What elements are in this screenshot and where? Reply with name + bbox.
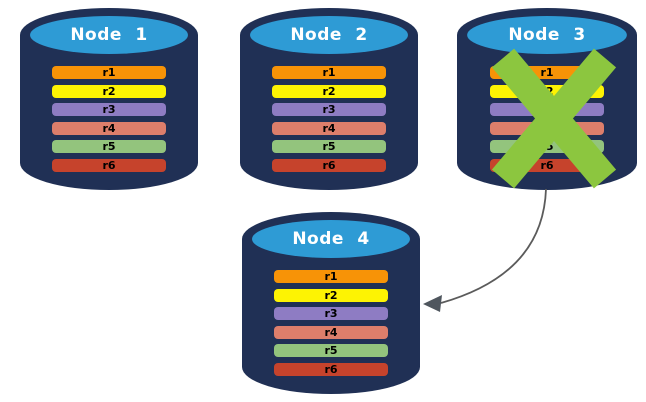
replica-bar: r1 [274,270,388,283]
node-4: Node 4 r1 r2 r3 r4 r5 r6 [242,212,420,394]
replica-bar: r5 [272,140,386,153]
replica-list: r1 r2 r3 r4 r5 r6 [52,66,166,177]
replica-bar: r2 [52,84,166,98]
node-1: Node 1 r1 r2 r3 r4 r5 r6 [20,8,198,190]
replica-bar: r2 [274,288,388,302]
node-title: Node 4 [292,229,370,249]
replica-bar: r3 [272,103,386,116]
replica-bar: r6 [274,362,388,376]
replica-bar: r4 [274,325,388,339]
replica-bar: r1 [272,66,386,79]
replica-bar: r3 [52,103,166,116]
replica-bar: r2 [272,84,386,98]
arrowhead-icon [423,295,442,312]
failure-x-icon [491,48,617,189]
replica-list: r1 r2 r3 r4 r5 r6 [272,66,386,177]
replica-bar: r6 [272,158,386,172]
replica-bar: r5 [52,140,166,153]
node-3: Node 3 r1 r2 r3 r4 r5 r6 [457,8,637,190]
node-title: Node 1 [70,25,148,45]
node-title: Node 2 [290,25,368,45]
node-title: Node 3 [508,25,586,45]
node-2: Node 2 r1 r2 r3 r4 r5 r6 [240,8,418,190]
replica-bar: r4 [272,121,386,135]
replica-bar: r5 [274,344,388,357]
replica-list: r1 r2 r3 r4 r5 r6 [274,270,388,381]
replica-bar: r3 [274,307,388,320]
replica-bar: r1 [52,66,166,79]
replica-bar: r6 [52,158,166,172]
replica-bar: r4 [52,121,166,135]
